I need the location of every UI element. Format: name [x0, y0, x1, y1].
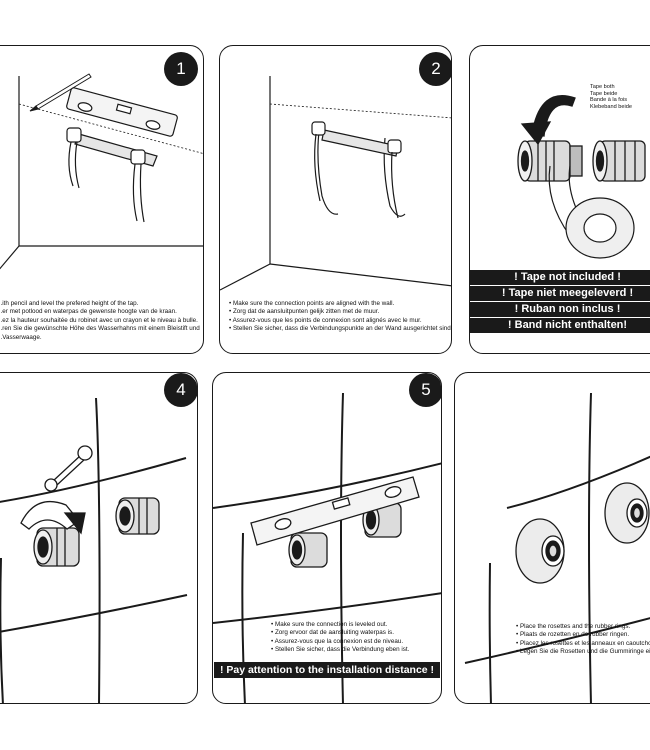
wrench-icon — [44, 445, 93, 492]
instruction-line: • Place the rosettes and the rubber ring… — [516, 623, 631, 630]
step-6-instructions: • Place the rosettes and the rubber ring… — [516, 623, 650, 657]
rosette-icon — [515, 518, 565, 584]
wall-bracket-icon — [311, 121, 406, 219]
instruction-line: • Zorg dat de aansluitpunten gelijk zitt… — [229, 308, 380, 316]
wall-bracket-icon — [66, 127, 158, 223]
step-1-instructions: ...ith pencil and level the prefered hei… — [0, 300, 200, 342]
instruction-line: ...ith pencil and level the prefered hei… — [0, 300, 139, 307]
step-6-illustration — [464, 392, 650, 703]
instruction-line: • Stellen Sie sicher, dass die Verbindun… — [229, 325, 452, 333]
tile-grid — [0, 397, 188, 703]
instruction-line: • Assurez-vous que les points de connexi… — [229, 316, 422, 324]
rotate-arrow-icon — [520, 94, 576, 146]
step-number-badge: 2 — [419, 52, 451, 86]
panel-step-5: 5 • Make sure the connection is leveled … — [212, 372, 442, 704]
step-5-illustration — [213, 392, 441, 703]
tape-note-line: Bande à la fois — [590, 97, 628, 104]
warning-banner: ! Band nicht enthalten! — [470, 318, 650, 333]
step-number-badge: 1 — [164, 52, 198, 86]
instruction-line: • Make sure the connection points are al… — [229, 300, 395, 307]
instruction-line: • Plaats de rozetten en de rubber ringen… — [516, 631, 630, 639]
tape-note-line: Klebeband beide — [590, 103, 632, 110]
step-1-illustration — [0, 73, 203, 270]
step-5-instructions: • Make sure the connection is leveled ou… — [271, 621, 409, 655]
rotate-arrow-icon — [20, 500, 86, 535]
threaded-connector-icon — [288, 502, 402, 568]
step-number-badge: 4 — [164, 373, 197, 407]
threaded-connector-icon — [592, 140, 646, 182]
instruction-line: • Zorg ervoor dat de aansluiting waterpa… — [271, 629, 394, 637]
instruction-line: • Legen Sie die Rosetten und die Gummiri… — [516, 648, 650, 656]
spirit-level-icon — [250, 476, 420, 546]
instruction-line: • Stellen Sie sicher, dass die Verbindun… — [271, 646, 410, 654]
installation-distance-banner: ! Pay attention to the installation dist… — [214, 662, 440, 678]
instruction-line: • Placez les rosettes et les anneaux en … — [516, 639, 650, 647]
rosette-icon — [604, 482, 650, 544]
threaded-connector-icon — [115, 497, 160, 535]
panel-step-4: 4 — [0, 372, 198, 704]
instruction-line: • Assurez-vous que la connexion est de n… — [271, 637, 404, 645]
threaded-connector-icon — [33, 527, 80, 567]
warning-banner: ! Ruban non inclus ! — [470, 302, 650, 317]
step-2-illustration — [220, 76, 451, 291]
panel-step-6: • Place the rosettes and the rubber ring… — [454, 372, 650, 704]
tile-grid — [464, 392, 650, 703]
pencil-icon — [29, 73, 92, 112]
tape-roll-icon — [548, 165, 635, 259]
step-3-illustration — [517, 94, 646, 259]
panel-step-3: Tape both Tape beide Bande à la fois Kle… — [469, 45, 650, 354]
warning-banner: ! Tape not included ! — [470, 270, 650, 285]
panel-step-1: 1 ...ith pencil and level the prefered h… — [0, 45, 204, 354]
step-number-badge: 5 — [409, 373, 441, 407]
step-2-instructions: • Make sure the connection points are al… — [229, 300, 452, 334]
instruction-line: ...ez la hauteur souhaitée du robinet av… — [0, 316, 198, 324]
instruction-line: • Make sure the connection is leveled ou… — [271, 621, 388, 628]
instruction-line: ...er met potlood en waterpas de gewenst… — [0, 308, 177, 316]
spirit-level-icon — [66, 87, 178, 137]
tape-warning-banners: ! Tape not included ! ! Tape niet meegel… — [470, 270, 650, 333]
tape-note-line: Tape both — [590, 84, 615, 90]
step-4-illustration — [0, 397, 188, 703]
panel-step-2: 2 • Make sure the connection points are … — [219, 45, 452, 354]
tape-note-line: Tape beide — [590, 90, 618, 97]
tile-grid — [213, 392, 441, 703]
threaded-connector-icon — [517, 140, 583, 182]
instruction-line: ...Vasserwaage. — [0, 333, 42, 341]
warning-banner: ! Tape niet meegeleverd ! — [470, 286, 650, 301]
tape-instruction-note: Tape both Tape beide Bande à la fois Kle… — [590, 84, 632, 110]
instruction-line: ...ren Sie die gewünschte Höhe des Wasse… — [0, 325, 200, 333]
